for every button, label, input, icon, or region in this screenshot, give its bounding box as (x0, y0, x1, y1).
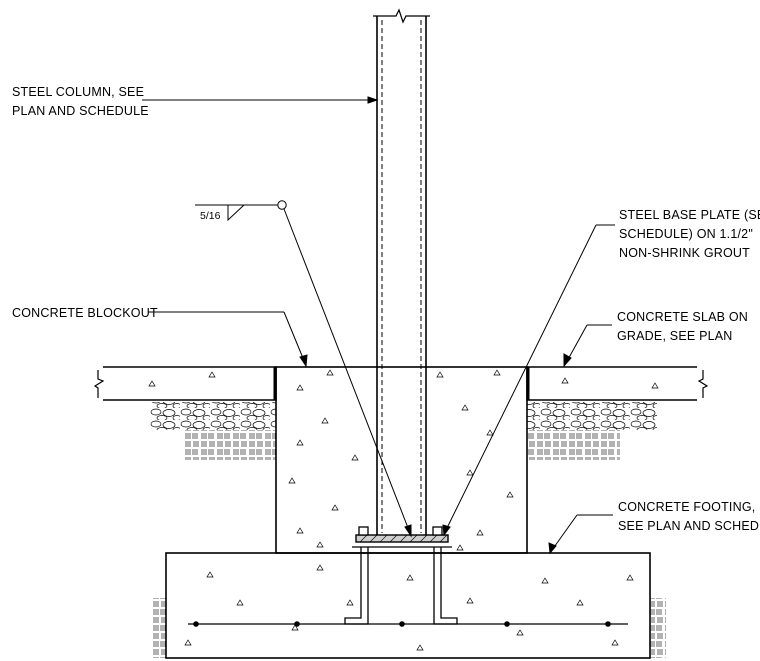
soil-left-lower (152, 598, 166, 658)
base-plate-hatch (359, 534, 448, 543)
anchor-bolt-right (433, 547, 458, 625)
anchor-nut-left (358, 526, 369, 536)
rebar-dots (193, 621, 611, 627)
label-concrete-footing: CONCRETE FOOTING, SEE PLAN AND SCHED (618, 500, 759, 533)
label-concrete-blockout: CONCRETE BLOCKOUT (12, 306, 158, 320)
label-base-plate: STEEL BASE PLATE (SEE SCHEDULE) ON 1.1/2… (619, 208, 760, 260)
weld-arrow-line (283, 208, 411, 534)
gravel-right (527, 402, 657, 430)
label-steel-column: STEEL COLUMN, SEE PLAN AND SCHEDULE (12, 85, 149, 118)
weld-all-around-circle (277, 200, 287, 210)
soil-right-lower (650, 598, 666, 658)
concrete-footing (165, 552, 651, 659)
column-break-line (373, 8, 430, 24)
anchor-bolt-left (344, 547, 369, 625)
slab-left (103, 366, 277, 401)
soil-right-upper (527, 430, 620, 460)
slab-right-break-line (697, 370, 709, 398)
leader-steel-column-arrow (367, 96, 379, 104)
slab-right (526, 366, 697, 401)
soil-left-upper (183, 430, 276, 460)
slab-left-break-line (93, 370, 105, 398)
aggregate-marks (148, 369, 659, 651)
base-plate (355, 534, 449, 543)
label-concrete-slab: CONCRETE SLAB ON GRADE, SEE PLAN (617, 310, 752, 343)
fillet-weld-symbol (227, 204, 245, 222)
anchor-nut-right (432, 526, 443, 536)
label-weld-size: 5/16 (200, 210, 221, 222)
concrete-blockout (275, 366, 528, 554)
gravel-left (150, 402, 276, 430)
